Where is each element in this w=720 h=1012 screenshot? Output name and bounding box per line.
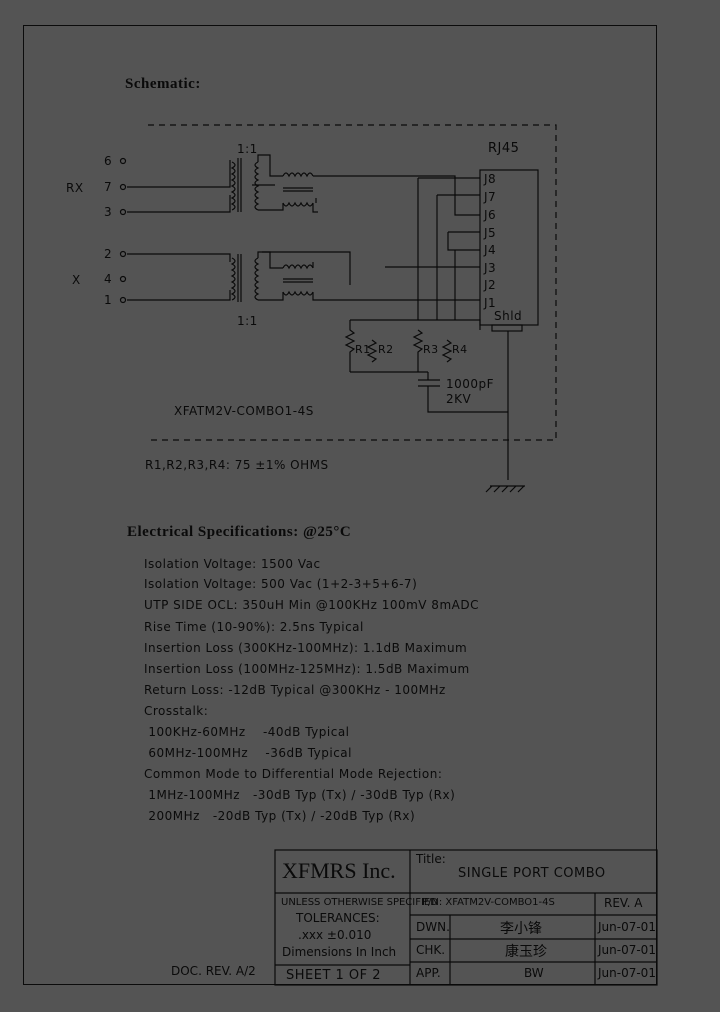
pin-label-4: 4: [104, 272, 113, 286]
pin-4-terminal: [119, 275, 127, 283]
r1-label: R1: [355, 343, 371, 356]
pin-label-2: 2: [104, 247, 113, 261]
pin-3-terminal: [119, 208, 127, 216]
jack-j5: J5: [484, 226, 497, 240]
spec-line: Isolation Voltage: 500 Vac (1+2-3+5+6-7): [144, 577, 418, 591]
spec-line: Common Mode to Differential Mode Rejecti…: [144, 767, 443, 781]
drawing-title: SINGLE PORT COMBO: [458, 866, 606, 881]
pin-7-terminal: [119, 183, 127, 191]
tolerances-label: TOLERANCES:: [296, 911, 380, 925]
spec-line: Insertion Loss (100MHz-125MHz): 1.5dB Ma…: [144, 662, 470, 676]
rx-secondary-coil: [254, 161, 260, 211]
r3-label: R3: [423, 343, 439, 356]
spec-line: Rise Time (10-90%): 2.5ns Typical: [144, 620, 364, 634]
drawn-signature: 李小锋: [500, 921, 542, 937]
jack-j2: J2: [484, 278, 497, 292]
tx-secondary-coil: [254, 257, 260, 301]
shield-label: Shld: [494, 309, 523, 323]
capacitor: [418, 379, 440, 387]
unless-specified: UNLESS OTHERWISE SPECIFIED: [281, 897, 438, 908]
rj45-label: RJ45: [488, 141, 520, 156]
electrical-heading: Electrical Specifications: @25°C: [127, 524, 352, 540]
part-number-in-schematic: XFATM2V-COMBO1-4S: [174, 404, 314, 418]
tx-primary-coil: [230, 257, 236, 301]
approved-date: Jun-07-01: [598, 966, 656, 980]
tx-label: X: [72, 273, 81, 287]
spec-line: Isolation Voltage: 1500 Vac: [144, 557, 321, 571]
jack-j6: J6: [484, 208, 497, 222]
pin-1-terminal: [119, 296, 127, 304]
resistor-r2: [366, 339, 378, 363]
approved-signature: BW: [524, 966, 544, 980]
pin-label-1: 1: [104, 293, 113, 307]
approved-label: APP.: [416, 966, 441, 980]
tolerance-value: .xxx ±0.010: [298, 928, 372, 942]
pin-2-terminal: [119, 250, 127, 258]
spec-line: 60MHz-100MHz -36dB Typical: [144, 746, 352, 760]
rx-choke-top: [282, 172, 314, 178]
resistor-note: R1,R2,R3,R4: 75 ±1% OHMS: [145, 458, 329, 472]
doc-revision: DOC. REV. A/2: [171, 964, 256, 978]
spec-line: Insertion Loss (300KHz-100MHz): 1.1dB Ma…: [144, 641, 468, 655]
checked-signature: 康玉珍: [505, 944, 547, 960]
dashed-enclosure: [148, 124, 557, 441]
r4-label: R4: [452, 343, 468, 356]
dimensions-note: Dimensions In Inch: [282, 945, 397, 959]
spec-line: Crosstalk:: [144, 704, 209, 718]
pin-label-3: 3: [104, 205, 113, 219]
ratio-top-label: 1:1: [237, 142, 258, 156]
checked-date: Jun-07-01: [598, 943, 656, 957]
resistor-r1: [344, 320, 356, 372]
spec-line: 200MHz -20dB Typ (Tx) / -20dB Typ (Rx): [144, 809, 416, 823]
pin-label-7: 7: [104, 180, 113, 194]
jack-j3: J3: [484, 261, 497, 275]
jack-j7: J7: [484, 190, 497, 204]
checked-label: CHK.: [416, 943, 446, 957]
r2-label: R2: [378, 343, 394, 356]
sheet-number: SHEET 1 OF 2: [286, 968, 382, 983]
part-number: P/N: XFATM2V-COMBO1-4S: [422, 897, 555, 908]
resistor-r4: [441, 339, 453, 363]
jack-j1: J1: [484, 296, 497, 310]
rx-primary-coil: [230, 161, 236, 211]
pin-6-terminal: [119, 157, 127, 165]
spec-line: UTP SIDE OCL: 350uH Min @100KHz 100mV 8m…: [144, 598, 479, 612]
pin-label-6: 6: [104, 154, 113, 168]
rx-label: RX: [66, 181, 84, 195]
title-label: Title:: [416, 852, 446, 866]
drawn-date: Jun-07-01: [598, 920, 656, 934]
ratio-bottom-label: 1:1: [237, 314, 258, 328]
spec-line: 1MHz-100MHz -30dB Typ (Tx) / -30dB Typ (…: [144, 788, 456, 802]
jack-j8: J8: [484, 172, 497, 186]
tx-choke-bottom: [282, 290, 314, 296]
jack-j4: J4: [484, 243, 497, 257]
capacitor-value: 1000pF: [446, 377, 495, 391]
spec-line: 100KHz-60MHz -40dB Typical: [144, 725, 350, 739]
spec-line: Return Loss: -12dB Typical @300KHz - 100…: [144, 683, 446, 697]
schematic-heading: Schematic:: [125, 76, 201, 92]
company-name: XFMRS Inc.: [282, 858, 396, 883]
capacitor-voltage: 2KV: [446, 392, 472, 406]
ground-symbol: [485, 485, 525, 493]
resistor-r3: [412, 329, 424, 372]
tx-choke-top: [282, 264, 314, 270]
rx-choke-bottom: [282, 201, 314, 207]
revision: REV. A: [604, 896, 643, 910]
drawn-label: DWN.: [416, 920, 450, 934]
